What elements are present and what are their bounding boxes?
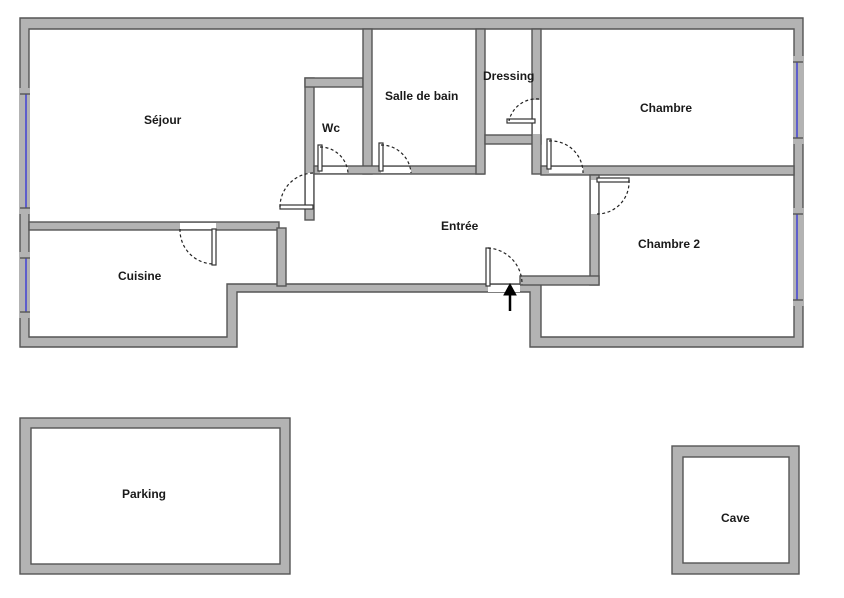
room-label-salle-de-bain: Salle de bain [385,89,458,103]
window-sejour [19,88,30,214]
window-chambre [793,56,804,144]
room-label-cuisine: Cuisine [118,269,162,283]
door-entrance [485,247,523,287]
room-label-wc: Wc [322,121,340,135]
room-label-chambre: Chambre [640,101,692,115]
door-sejour-cuisine [179,228,217,266]
room-label-sejour: Séjour [144,113,182,127]
room-label-chambre-2: Chambre 2 [638,237,700,251]
room-labels: Séjour Wc Salle de bain Dressing Chambre… [118,69,750,525]
room-label-cave: Cave [721,511,750,525]
door-entree-sejour [279,172,314,210]
doors [179,98,630,287]
windows [19,56,804,318]
apartment-walls [19,17,804,348]
window-cuisine [19,252,30,318]
room-label-entree: Entrée [441,219,479,233]
door-salle-de-bain [378,142,412,174]
room-label-parking: Parking [122,487,166,501]
door-dressing [506,98,540,124]
door-chambre [546,138,584,174]
cave-outline [671,445,800,575]
door-chambre-2 [596,177,630,215]
door-wc [317,144,349,174]
window-chambre-2 [793,208,804,306]
parking-outline [19,417,291,575]
room-label-dressing: Dressing [483,69,534,83]
door-openings [180,100,598,292]
entrance-arrow-icon [503,282,517,311]
